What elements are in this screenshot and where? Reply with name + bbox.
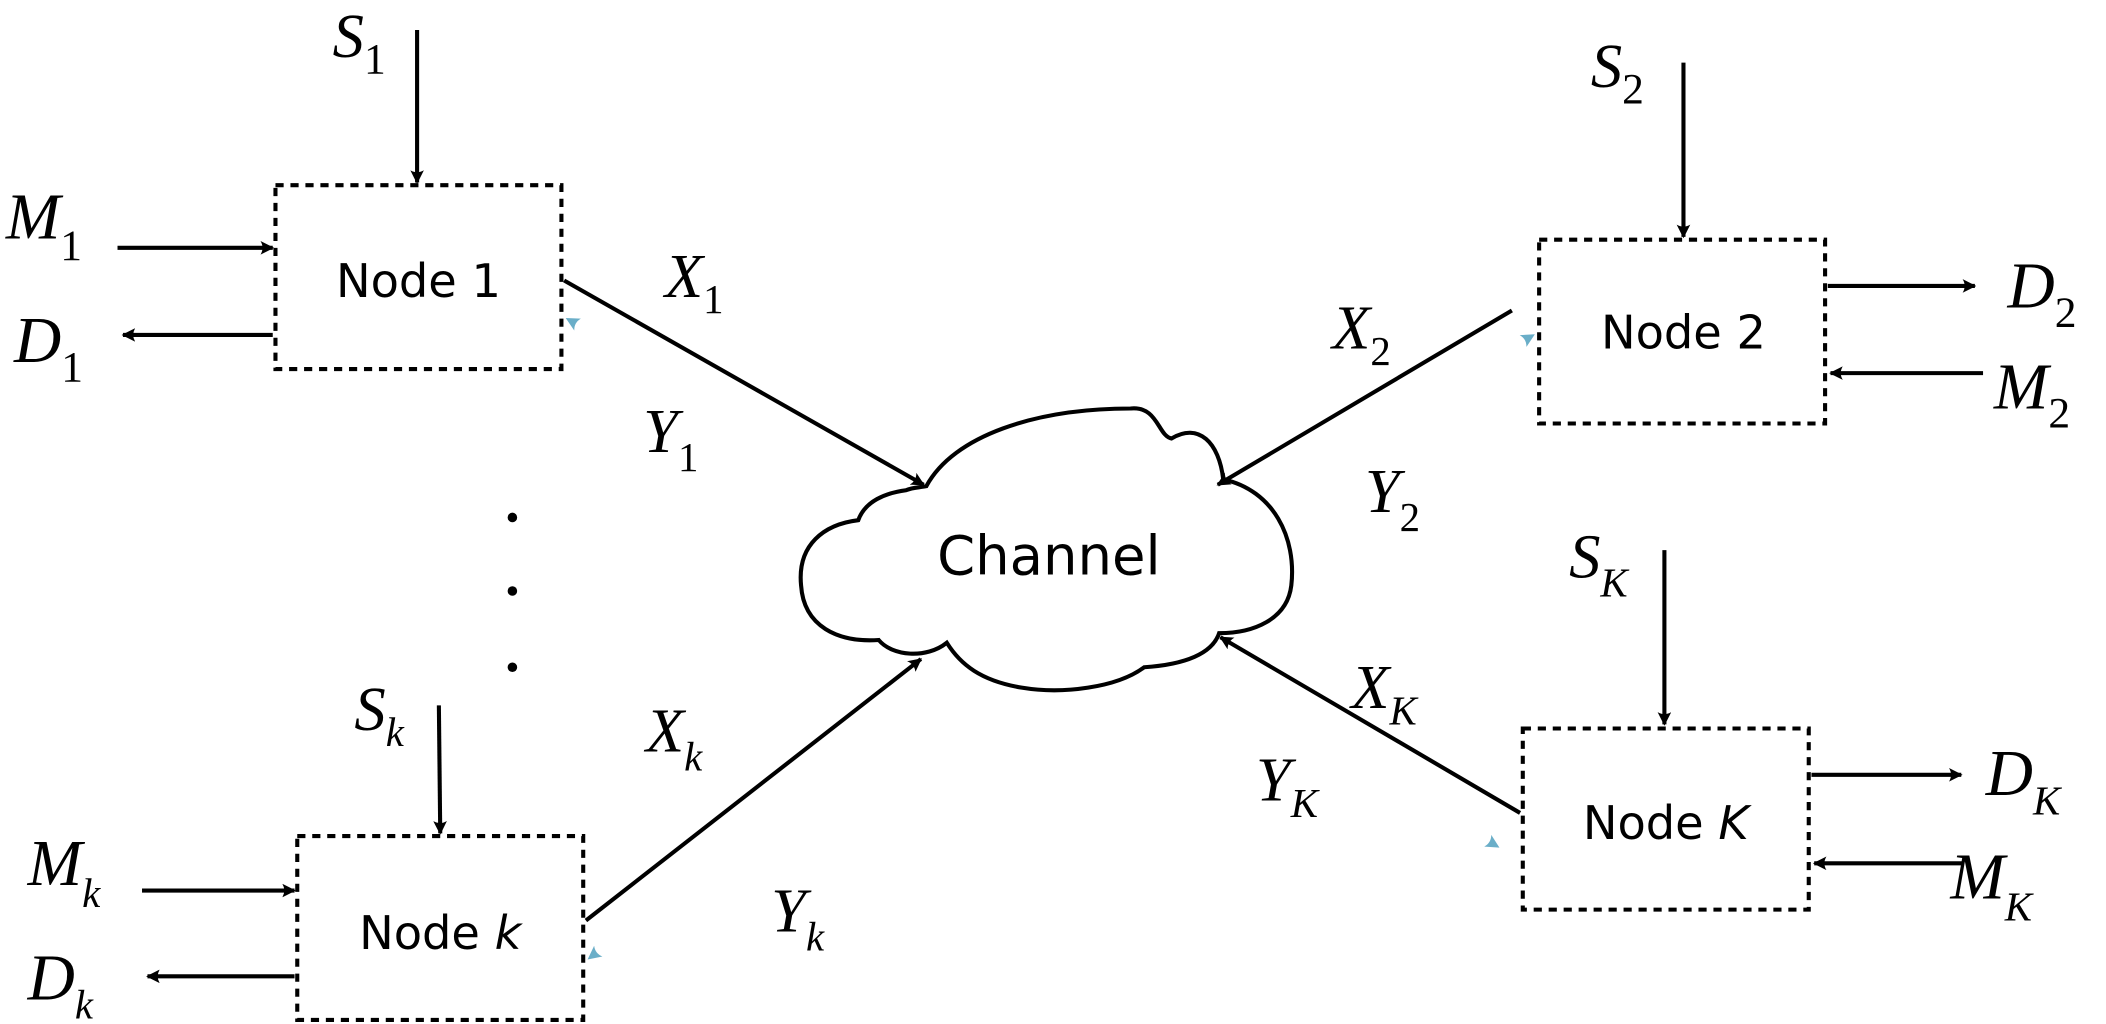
decoded-label-k: Dk [27, 942, 94, 1024]
message-label-2: M2 [1993, 352, 2070, 438]
tx-label-K: XK [1348, 652, 1418, 733]
ellipsis-dot [507, 512, 518, 523]
vertical-ellipsis [507, 512, 518, 672]
source-label-2: S2 [1591, 31, 1644, 113]
cloud-shape [798, 406, 1295, 693]
node-K-box[interactable] [1520, 726, 1811, 912]
rx-arrow-1 [565, 317, 581, 331]
tx-arrow-K [1219, 635, 1522, 815]
rx-label-2: Y2 [1365, 456, 1420, 540]
rx-arrow-k [587, 945, 603, 960]
source-label-k: Sk [354, 674, 404, 755]
node-1-label: Node 1 [336, 254, 501, 308]
source-arrow-k [433, 705, 447, 835]
tx-arrow-k [584, 657, 923, 923]
rx-arrow-K [1484, 834, 1500, 848]
node-k: Node k Sk Mk Dk Xk Yk [27, 657, 923, 1024]
rx-label-K: YK [1256, 745, 1320, 826]
source-label-1: S1 [333, 1, 386, 83]
message-label-1: M1 [5, 181, 82, 270]
message-label-k: Mk [27, 828, 101, 916]
node-K-label: Node K [1583, 796, 1753, 850]
source-label-K: SK [1569, 521, 1629, 605]
channel-cloud: Channel [798, 406, 1295, 693]
tx-label-k: Xk [643, 696, 703, 780]
node-2-box[interactable] [1537, 237, 1828, 426]
node-1-box[interactable] [273, 183, 564, 372]
node-2-label: Node 2 [1601, 306, 1766, 360]
tx-label-1: X1 [662, 241, 724, 322]
decoded-label-2: D2 [2007, 251, 2077, 337]
message-label-K: MK [1949, 842, 2033, 930]
tx-arrow-1 [563, 278, 925, 487]
node-K: Node K SK DK MK XK YK [1219, 521, 2062, 930]
tx-label-2: X2 [1329, 293, 1391, 374]
node-1: Node 1 S1 M1 D1 X1 Y1 [5, 1, 925, 487]
ellipsis-dot [507, 586, 518, 596]
rx-label-1: Y1 [643, 396, 698, 480]
node-k-box[interactable] [295, 834, 586, 1022]
channel-label: Channel [937, 524, 1161, 588]
ellipsis-dot [507, 662, 518, 672]
node-2: Node 2 S2 D2 M2 X2 Y2 [1216, 31, 2077, 540]
decoded-label-K: DK [1985, 738, 2062, 823]
tx-arrow-2 [1216, 308, 1513, 487]
rx-label-k: Yk [771, 875, 825, 959]
decoded-label-1: D1 [13, 305, 83, 391]
node-k-label: Node k [359, 906, 524, 960]
